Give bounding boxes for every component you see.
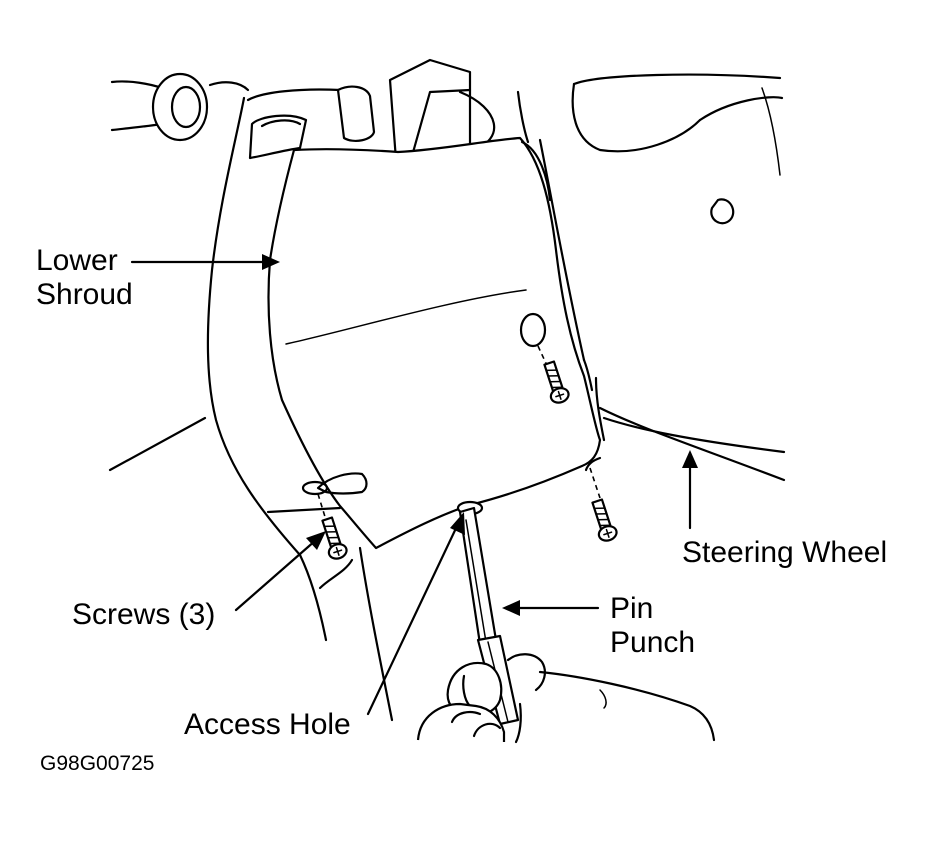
steering-wheel-rim-drawing	[598, 406, 786, 482]
pin-punch-label-line-2: Punch	[610, 626, 696, 659]
steering-column-drawing	[246, 58, 784, 225]
column-lever-drawing	[110, 72, 250, 142]
leader-arrows	[130, 254, 698, 716]
hand-drawing	[416, 653, 716, 744]
figure-id: G98G00725	[40, 752, 155, 775]
steering-wheel-label: Steering Wheel	[682, 536, 888, 569]
dash-panel-lines	[108, 96, 394, 722]
lower-shroud-label: Lower Shroud	[36, 244, 133, 312]
pin-punch-label-line-1: Pin	[610, 592, 654, 625]
screws-drawing	[301, 312, 618, 560]
pin-punch-label: Pin Punch	[610, 592, 695, 660]
lower-shroud-label-line-2: Shroud	[36, 278, 133, 311]
lower-shroud-label-line-1: Lower	[36, 244, 118, 277]
access-hole-label: Access Hole	[184, 708, 351, 741]
screws-label: Screws (3)	[72, 598, 216, 631]
lower-shroud-drawing	[267, 136, 606, 550]
